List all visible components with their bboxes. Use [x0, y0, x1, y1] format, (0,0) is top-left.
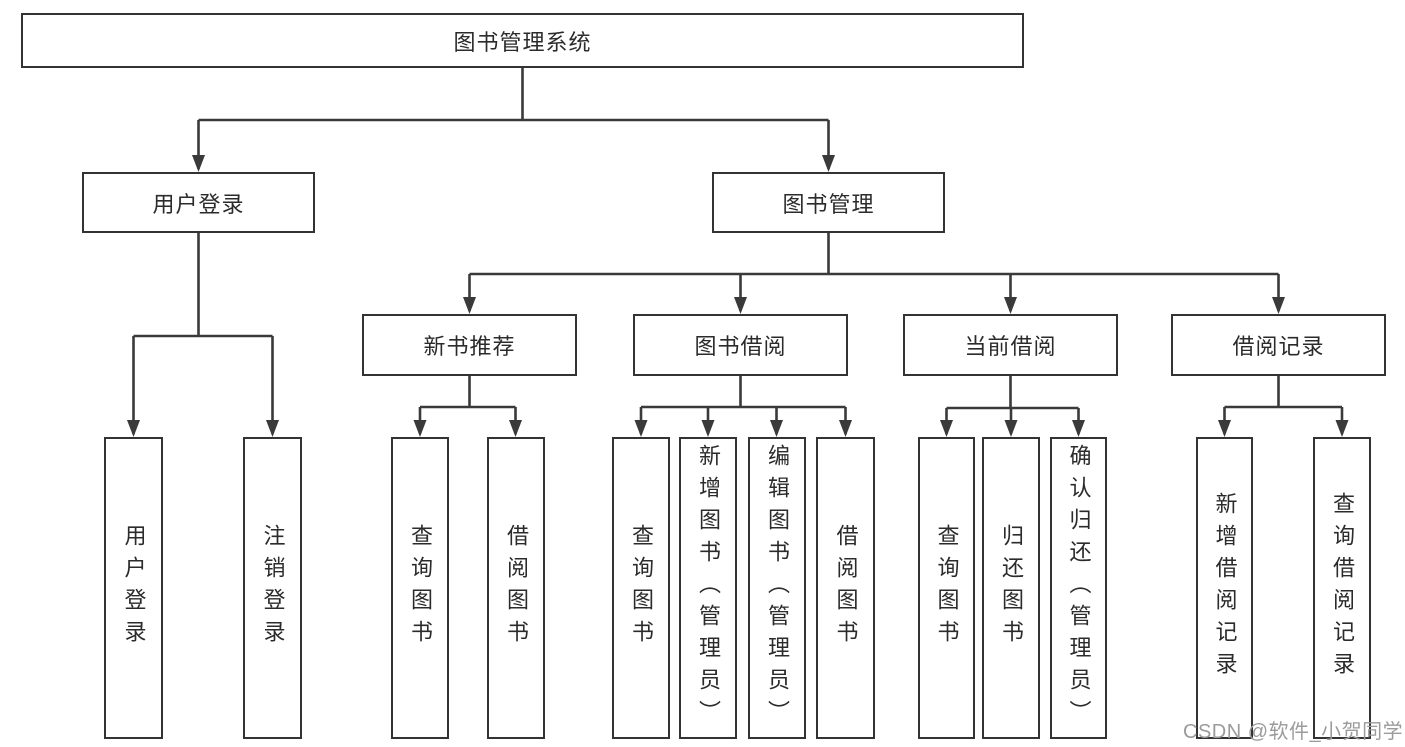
leaf-add-books-admin: 新增图书（管理员）: [679, 437, 737, 739]
leaf-label: 借阅图书: [504, 524, 529, 652]
leaf-query-borrow-record: 查询借阅记录: [1313, 437, 1371, 739]
connector-user-login-children: [132, 233, 274, 434]
node-root-system: 图书管理系统: [21, 13, 1024, 68]
csdn-watermark: CSDN @软件_小贺同学: [1183, 721, 1404, 743]
leaf-label: 编辑图书（管理员）: [765, 444, 790, 732]
leaf-edit-books-admin: 编辑图书（管理员）: [748, 437, 806, 739]
leaf-label: 新增借阅记录: [1212, 492, 1238, 684]
leaf-label: 查询图书: [408, 524, 433, 652]
leaf-label: 查询借阅记录: [1330, 492, 1355, 684]
connector-borrow-records-children: [1223, 376, 1344, 434]
arrowhead: [1004, 297, 1017, 314]
leaf-add-borrow-record: 新增借阅记录: [1196, 437, 1253, 739]
arrowhead: [127, 420, 140, 437]
leaf-label: 用户登录: [121, 524, 147, 652]
leaf-label: 确认归还（管理员）: [1066, 444, 1092, 732]
leaf-return-books: 归还图书: [982, 437, 1040, 739]
node-new-book-recommend: 新书推荐: [362, 314, 577, 376]
arrowhead: [634, 420, 648, 437]
node-user-login: 用户登录: [82, 172, 315, 233]
node-book-borrow-label: 图书借阅: [694, 334, 787, 359]
arrowhead: [413, 420, 427, 437]
arrowhead: [770, 420, 783, 437]
arrowhead: [822, 155, 835, 172]
node-book-management: 图书管理: [712, 172, 945, 233]
leaf-borrow-books: 借阅图书: [816, 437, 875, 739]
arrowhead: [1072, 420, 1085, 437]
node-new-book-recommend-label: 新书推荐: [423, 334, 516, 359]
leaf-logout: 注销登录: [243, 437, 302, 739]
node-borrow-records-label: 借阅记录: [1232, 334, 1325, 359]
leaf-label: 注销登录: [260, 524, 286, 652]
arrowhead: [509, 420, 522, 437]
leaf-label: 归还图书: [999, 524, 1024, 652]
node-borrow-records: 借阅记录: [1171, 314, 1386, 376]
leaf-label: 查询图书: [629, 524, 654, 652]
arrowhead: [192, 155, 205, 172]
node-book-borrow: 图书借阅: [633, 314, 848, 376]
leaf-label: 查询图书: [934, 524, 960, 652]
connector-book-mgmt-children: [468, 233, 1280, 311]
node-book-management-label: 图书管理: [782, 191, 875, 217]
node-current-borrow-label: 当前借阅: [964, 334, 1057, 359]
leaf-borrow-books-recommend: 借阅图书: [487, 437, 545, 739]
arrowhead: [839, 420, 852, 437]
leaf-confirm-return-admin: 确认归还（管理员）: [1050, 437, 1107, 739]
arrowhead: [1335, 420, 1349, 437]
arrowhead: [463, 297, 476, 314]
arrowhead: [1272, 297, 1285, 314]
leaf-user-login: 用户登录: [104, 437, 163, 739]
arrowhead: [940, 420, 953, 437]
node-user-login-label: 用户登录: [152, 191, 245, 217]
leaf-query-books-current: 查询图书: [918, 437, 975, 739]
arrowhead: [701, 420, 715, 437]
leaf-label: 借阅图书: [833, 524, 859, 652]
connector-book-borrow-children: [639, 376, 847, 434]
arrowhead: [1218, 420, 1231, 437]
connector-root-to-level2: [197, 68, 830, 169]
node-root-label: 图书管理系统: [453, 29, 592, 55]
leaf-label: 新增图书（管理员）: [696, 444, 721, 732]
arrowhead: [1004, 420, 1018, 437]
arrowhead: [734, 297, 747, 314]
leaf-query-books-borrow: 查询图书: [612, 437, 670, 739]
arrowhead: [266, 420, 279, 437]
connector-new-book-children: [418, 376, 517, 434]
leaf-query-books-recommend: 查询图书: [391, 437, 449, 739]
node-current-borrow: 当前借阅: [903, 314, 1118, 376]
